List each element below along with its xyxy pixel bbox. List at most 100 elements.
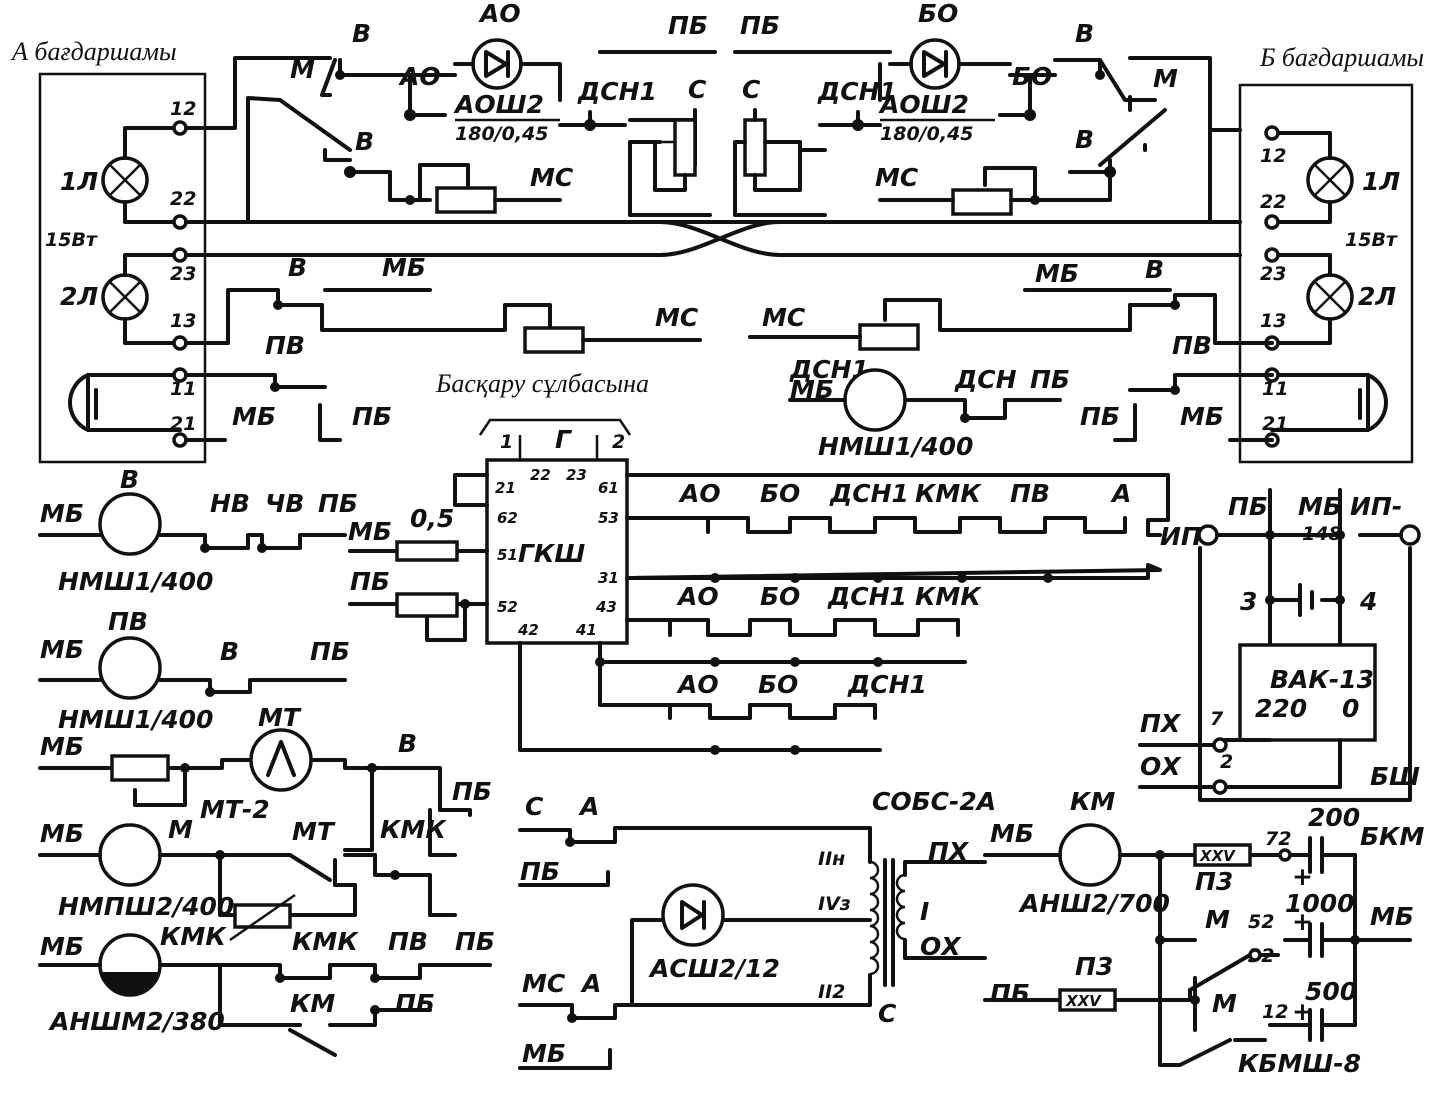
svg-text:АНШ2/700: АНШ2/700 — [1018, 889, 1170, 918]
svg-text:51: 51 — [497, 546, 518, 564]
svg-text:В: В — [1075, 125, 1094, 154]
svg-text:МТ-2: МТ-2 — [200, 795, 270, 824]
svg-text:БО: БО — [758, 670, 798, 699]
svg-text:М: М — [1212, 989, 1237, 1018]
svg-text:ПБ: ПБ — [350, 567, 390, 596]
svg-text:ДСН1: ДСН1 — [829, 479, 909, 508]
svg-text:ПБ: ПБ — [1030, 365, 1070, 394]
svg-text:М: М — [168, 815, 193, 844]
svg-text:ПБ: ПБ — [668, 11, 708, 40]
svg-text:В: В — [220, 637, 239, 666]
crossover-wire-2 — [658, 220, 1242, 257]
relay-mt-row: МБ МТ МТ-2 В — [38, 703, 442, 852]
svg-text:22: 22 — [1260, 191, 1286, 213]
svg-text:БО: БО — [760, 582, 800, 611]
svg-text:МБ: МБ — [1370, 902, 1414, 931]
svg-text:АНШМ2/380: АНШМ2/380 — [48, 1007, 225, 1036]
svg-text:23: 23 — [566, 466, 587, 484]
svg-text:В: В — [355, 127, 374, 156]
svg-text:13: 13 — [170, 310, 196, 332]
svg-text:62: 62 — [497, 509, 518, 527]
relay-aosh2-b: ПБ БО БО АОШ2 180/0,45 ДСН1 С МС — [733, 0, 1057, 217]
svg-text:П3: П3 — [1195, 867, 1233, 896]
svg-text:АО: АО — [676, 582, 719, 611]
svg-text:МБ: МБ — [232, 402, 276, 431]
svg-text:ПБ: ПБ — [452, 777, 492, 806]
svg-text:БШ: БШ — [1370, 762, 1420, 791]
svg-text:ВАК-13: ВАК-13 — [1270, 665, 1374, 694]
signal-a-block: 12 22 1Л 15Вт 23 13 2Л 11 21 — [38, 72, 207, 464]
signal-a-title: А бағдаршамы — [10, 37, 177, 66]
svg-text:ПБ: ПБ — [395, 989, 435, 1018]
svg-text:МБ: МБ — [40, 635, 84, 664]
svg-text:ПВ: ПВ — [265, 331, 305, 360]
svg-text:А: А — [580, 969, 601, 998]
svg-text:22: 22 — [170, 188, 196, 210]
svg-text:МБ: МБ — [522, 1039, 566, 1068]
svg-text:2Л: 2Л — [60, 282, 98, 311]
svg-text:ПБ: ПБ — [990, 979, 1030, 1008]
svg-text:43: 43 — [595, 598, 617, 616]
svg-text:А: А — [578, 792, 599, 821]
svg-text:ДСН1: ДСН1 — [847, 670, 927, 699]
svg-text:КМК: КМК — [915, 479, 982, 508]
svg-text:НМПШ2/400: НМПШ2/400 — [58, 892, 234, 921]
svg-text:МБ: МБ — [40, 499, 84, 528]
svg-text:53: 53 — [598, 509, 619, 527]
svg-text:ПВ: ПВ — [108, 607, 148, 636]
svg-text:МС: МС — [522, 969, 566, 998]
svg-text:+: + — [1292, 862, 1313, 891]
svg-text:КМ: КМ — [290, 989, 335, 1018]
svg-text:М: М — [1205, 905, 1230, 934]
vak-block: ПБ МБ ИП- 148 3 4 ВАК-13 220 0 ПХ ОХ 7 2… — [1138, 488, 1421, 802]
svg-text:ДСН1: ДСН1 — [577, 77, 657, 106]
svg-text:II2: II2 — [818, 981, 845, 1003]
svg-text:XXV: XXV — [1065, 992, 1102, 1010]
svg-text:1Л: 1Л — [1362, 167, 1400, 196]
svg-text:КМ: КМ — [1070, 787, 1115, 816]
svg-text:7: 7 — [1210, 708, 1224, 730]
svg-text:ОХ: ОХ — [1140, 752, 1182, 781]
svg-text:М: М — [1153, 64, 1178, 93]
svg-text:КМК: КМК — [160, 922, 227, 951]
svg-text:П3: П3 — [1075, 952, 1113, 981]
svg-text:+: + — [1292, 907, 1313, 936]
gksh-block: Г 1 2 21 22 23 61 62 53 51 ГКШ 31 52 43 … — [348, 418, 632, 645]
gksh-chains: АО БО ДСН1 КМК ПВ А ИП- АО БО ДСН1 КМК А… — [518, 473, 1212, 755]
svg-text:15Вт: 15Вт — [1345, 229, 1398, 251]
svg-text:МБ: МБ — [348, 517, 392, 546]
svg-text:2: 2 — [612, 431, 625, 453]
wiring-right-top: В М В — [1033, 19, 1242, 224]
svg-text:НМШ1/400: НМШ1/400 — [58, 705, 213, 734]
svg-text:ИП-: ИП- — [1350, 492, 1402, 521]
svg-text:МБ: МБ — [990, 819, 1034, 848]
svg-text:200: 200 — [1308, 803, 1360, 832]
svg-text:ПБ: ПБ — [1228, 492, 1268, 521]
svg-text:12: 12 — [1260, 145, 1286, 167]
svg-text:АСШ2/12: АСШ2/12 — [648, 954, 780, 983]
svg-text:ПВ: ПВ — [388, 927, 428, 956]
svg-text:В: В — [120, 465, 139, 494]
svg-text:АО: АО — [398, 62, 441, 91]
svg-text:22: 22 — [530, 466, 551, 484]
svg-text:С: С — [878, 999, 897, 1028]
svg-text:ПБ: ПБ — [318, 489, 358, 518]
svg-text:12: 12 — [1262, 1001, 1288, 1023]
svg-text:1Л: 1Л — [60, 167, 98, 196]
svg-text:220: 220 — [1255, 694, 1307, 723]
svg-text:42: 42 — [517, 621, 539, 639]
svg-text:АО: АО — [478, 0, 521, 28]
svg-text:КБМШ-8: КБМШ-8 — [1238, 1049, 1361, 1078]
relay-aosh2-a: АО АОШ2 180/0,45 ДСН1 ПБ С — [453, 0, 717, 217]
svg-text:13: 13 — [1260, 310, 1286, 332]
svg-text:2Л: 2Л — [1358, 282, 1396, 311]
svg-text:ДСН1: ДСН1 — [827, 582, 907, 611]
svg-text:23: 23 — [1260, 263, 1286, 285]
svg-text:1000: 1000 — [1285, 889, 1355, 918]
svg-text:БО: БО — [918, 0, 958, 28]
svg-text:ПВ: ПВ — [1172, 331, 1212, 360]
svg-text:I: I — [920, 897, 929, 926]
svg-text:12: 12 — [170, 98, 196, 120]
svg-text:В: В — [1145, 255, 1164, 284]
svg-text:XXV: XXV — [1199, 847, 1236, 865]
